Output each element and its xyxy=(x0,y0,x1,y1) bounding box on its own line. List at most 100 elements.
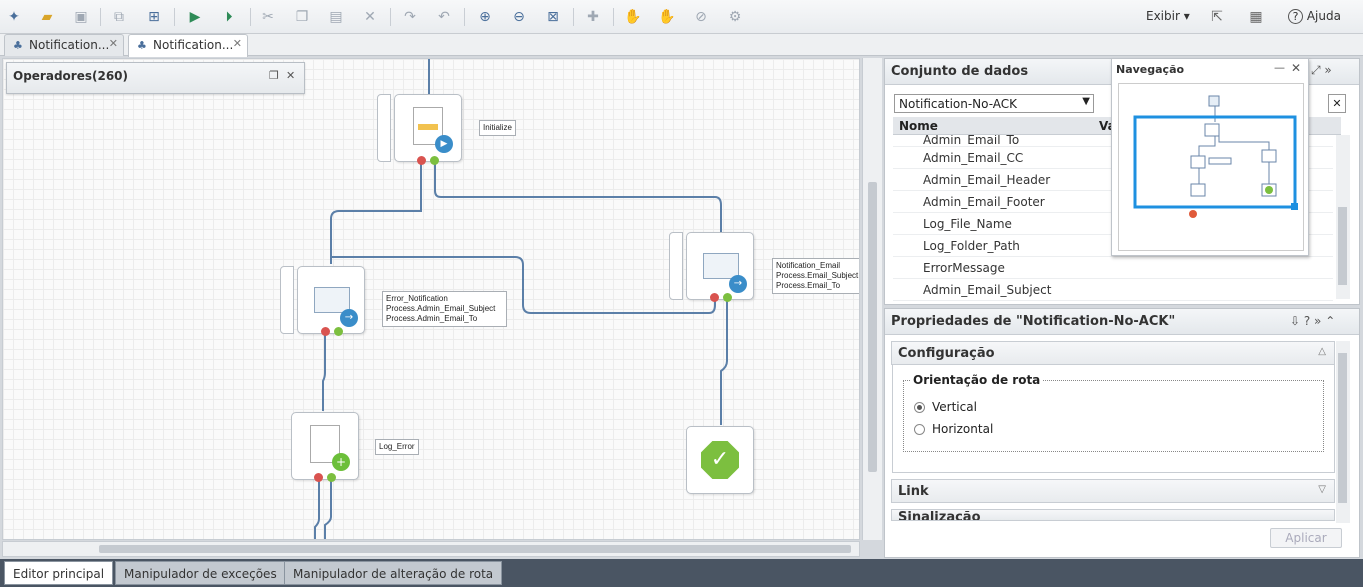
operators-title: Operadores(260) xyxy=(13,69,128,83)
close-icon[interactable]: ✕ xyxy=(1291,61,1302,75)
error-notification-label: Error_Notification Process.Admin_Email_S… xyxy=(382,291,507,327)
close-icon[interactable]: ✕ xyxy=(232,37,242,50)
connectors xyxy=(314,59,728,539)
success-port-icon[interactable] xyxy=(723,293,732,302)
success-port-icon[interactable] xyxy=(327,473,336,482)
configuration-section[interactable]: Configuração △ xyxy=(891,341,1335,365)
tab-route-change-handler[interactable]: Manipulador de alteração de rota xyxy=(284,561,503,585)
success-port-icon[interactable] xyxy=(334,327,343,336)
dataset-row[interactable]: Log_Folder_Path xyxy=(893,235,1333,257)
horizontal-scrollbar[interactable] xyxy=(2,541,860,557)
paste-icon[interactable]: ▤ xyxy=(329,9,343,25)
editor-tabs: Editor principal Manipulador de exceções… xyxy=(0,559,1363,587)
restore-icon[interactable]: ❐ xyxy=(269,69,279,82)
play-icon: ▶ xyxy=(435,135,453,153)
tab-main-editor[interactable]: Editor principal xyxy=(4,561,114,585)
link-section[interactable]: Link ▽ xyxy=(891,479,1335,503)
vertical-scrollbar[interactable] xyxy=(862,58,882,540)
doc-tab[interactable]: ♣ Notification... ✕ xyxy=(4,34,124,56)
run-icon[interactable]: ▶ xyxy=(189,9,201,25)
clear-filter-icon[interactable]: ✕ xyxy=(1328,94,1346,113)
open-folder-icon[interactable]: ▰ xyxy=(41,9,53,25)
chevron-up-icon[interactable]: △ xyxy=(1318,346,1326,357)
help-icon: ? xyxy=(1288,9,1303,24)
add-icon: + xyxy=(332,453,350,471)
report-icon[interactable]: ▦ xyxy=(1249,9,1263,25)
mail-icon xyxy=(703,253,739,279)
configuration-body: Orientação de rota Vertical Horizontal xyxy=(892,365,1335,473)
initialize-node[interactable]: ▶ xyxy=(377,94,462,162)
help-menu[interactable]: ? Ajuda xyxy=(1288,9,1341,24)
dataset-select[interactable]: Notification-No-ACK ▼ xyxy=(894,94,1094,113)
process-icon: ♣ xyxy=(137,39,147,52)
mail-icon xyxy=(314,287,350,313)
debug-run-icon[interactable]: ⏵ xyxy=(225,9,233,25)
properties-scrollbar[interactable] xyxy=(1336,341,1350,523)
minimize-icon[interactable]: — xyxy=(1274,61,1285,74)
log-error-label: Log_Error xyxy=(375,439,419,455)
remove-breakpoint-icon[interactable]: ✋ xyxy=(658,9,676,25)
route-orientation-group: Orientação de rota Vertical Horizontal xyxy=(903,373,1324,452)
navigation-panel: Navegação — ✕ xyxy=(1111,58,1309,256)
horizontal-radio[interactable] xyxy=(914,424,925,435)
success-port-icon[interactable] xyxy=(430,156,439,165)
check-icon: ✓ xyxy=(701,441,739,479)
disable-icon[interactable]: ⊘ xyxy=(695,9,707,25)
fit-to-screen-icon[interactable]: ⊠ xyxy=(547,9,559,25)
dataset-row[interactable]: ErrorMessage xyxy=(893,257,1333,279)
notification-email-node[interactable]: → xyxy=(669,232,754,300)
end-success-node[interactable]: ✓ xyxy=(686,426,754,494)
scroll-thumb[interactable] xyxy=(1338,207,1347,285)
process-icon: ♣ xyxy=(13,39,23,52)
close-icon[interactable]: ✕ xyxy=(108,37,118,50)
error-port-icon[interactable] xyxy=(314,473,323,482)
document-tabs: ♣ Notification... ✕ ♣ Notification... ✕ xyxy=(0,34,1363,57)
redo-icon[interactable]: ↷ xyxy=(404,9,416,25)
send-icon: → xyxy=(729,275,747,293)
chevron-down-icon[interactable]: ▽ xyxy=(1318,484,1326,495)
vertical-radio[interactable] xyxy=(914,402,925,413)
copy-icon[interactable]: ❐ xyxy=(295,9,309,25)
pin-icon[interactable]: ⇩ ? » ⌃ xyxy=(1290,314,1336,328)
tab-exception-handler[interactable]: Manipulador de exceções xyxy=(115,561,286,585)
navigation-minimap[interactable] xyxy=(1118,83,1304,251)
pan-hand-icon[interactable]: ✋ xyxy=(624,9,642,25)
dataset-scrollbar[interactable] xyxy=(1336,135,1350,299)
apply-button[interactable]: Aplicar xyxy=(1270,528,1342,548)
copy-process-icon[interactable]: ⧉ xyxy=(114,9,124,25)
doc-tab-active[interactable]: ♣ Notification... ✕ xyxy=(128,34,248,57)
undo-icon[interactable]: ↶ xyxy=(438,9,450,25)
zoom-in-icon[interactable]: ⊕ xyxy=(479,9,491,25)
log-error-node[interactable]: + xyxy=(291,412,359,480)
dataset-row[interactable]: Admin_Email_Subject xyxy=(893,279,1333,301)
error-notification-node[interactable]: → xyxy=(280,266,365,334)
navigation-title: Navegação xyxy=(1116,63,1185,76)
cut-icon[interactable]: ✂ xyxy=(262,9,274,25)
node-side-tab xyxy=(669,232,683,300)
dataset-panel-controls[interactable]: ⤢ » xyxy=(1311,63,1332,77)
export-icon[interactable]: ⊞ xyxy=(148,9,160,25)
settings-icon[interactable]: ⚙ xyxy=(728,9,742,25)
error-port-icon[interactable] xyxy=(321,327,330,336)
view-menu[interactable]: Exibir ▾ xyxy=(1146,9,1190,23)
add-link-icon[interactable]: ✚ xyxy=(587,9,599,25)
error-port-icon[interactable] xyxy=(710,293,719,302)
process-canvas[interactable]: ▶ Initialize → Error_Notification Proces… xyxy=(2,58,860,540)
chevron-down-icon: ▼ xyxy=(1082,96,1090,107)
delete-icon[interactable]: ✕ xyxy=(364,9,376,25)
external-link-icon[interactable]: ⇱ xyxy=(1211,9,1223,25)
save-icon[interactable]: ▣ xyxy=(74,9,88,25)
scroll-thumb[interactable] xyxy=(99,545,851,553)
new-file-icon[interactable]: ✦ xyxy=(8,9,20,25)
node-side-tab xyxy=(280,266,294,334)
zoom-out-icon[interactable]: ⊖ xyxy=(513,9,525,25)
scroll-thumb[interactable] xyxy=(1338,353,1347,503)
operators-panel: Operadores(260) ❐ ✕ xyxy=(6,62,305,94)
error-port-icon[interactable] xyxy=(417,156,426,165)
close-icon[interactable]: ✕ xyxy=(286,69,296,82)
properties-panel: Propriedades de "Notification-No-ACK" ⇩ … xyxy=(884,308,1360,558)
scroll-thumb[interactable] xyxy=(868,182,877,472)
node-side-tab xyxy=(377,94,391,162)
signaling-section[interactable]: Sinalização xyxy=(891,509,1335,521)
send-icon: → xyxy=(340,309,358,327)
